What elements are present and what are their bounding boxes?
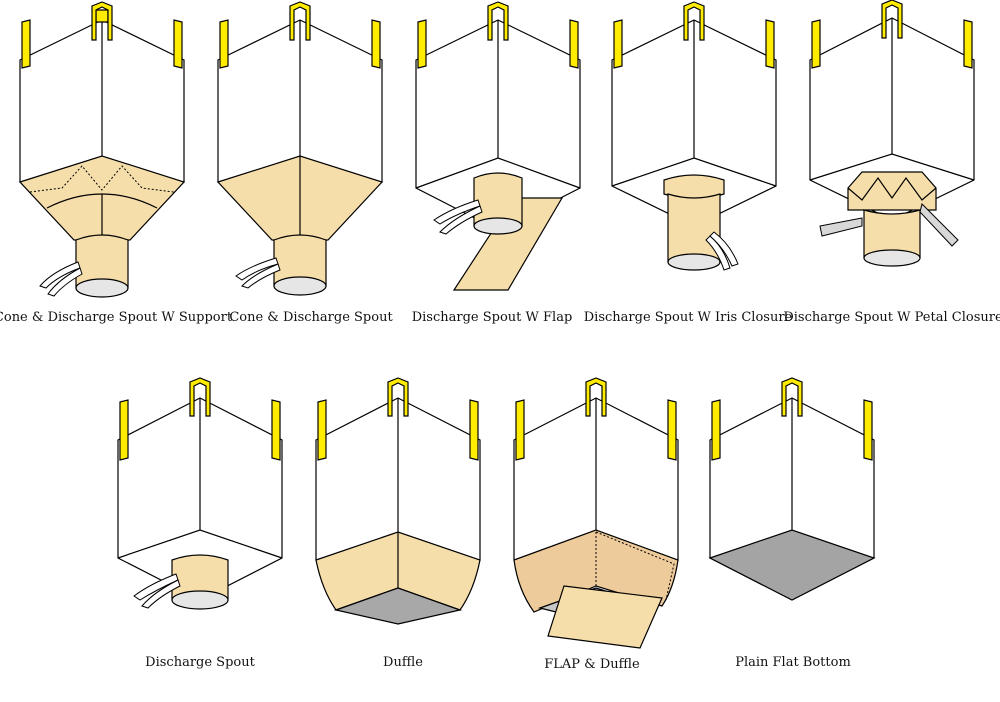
lifting-loops bbox=[317, 377, 479, 461]
lifting-loops bbox=[811, 0, 973, 69]
lifting-loops bbox=[21, 1, 183, 69]
caption-plain-flat: Plain Flat Bottom bbox=[735, 655, 851, 670]
caption-flap-duffle: FLAP & Duffle bbox=[544, 657, 640, 672]
caption-spout-iris: Discharge Spout W Iris Closure bbox=[583, 310, 793, 325]
lifting-loops bbox=[711, 377, 873, 461]
bag-flap-duffle bbox=[513, 377, 679, 649]
bag-cone-spout bbox=[216, 1, 384, 296]
bag-plain-flat bbox=[708, 377, 876, 601]
caption-spout-flap: Discharge Spout W Flap bbox=[411, 310, 573, 325]
bag-spout-petal bbox=[809, 0, 975, 267]
bag-spout bbox=[117, 377, 283, 610]
bag-duffle bbox=[315, 377, 481, 625]
bag-spout-iris bbox=[611, 1, 777, 271]
caption-cone-spout-support: Cone & Discharge Spout W Support bbox=[0, 310, 233, 325]
caption-spout: Discharge Spout bbox=[145, 655, 255, 670]
lifting-loops bbox=[219, 1, 381, 69]
lifting-loops bbox=[613, 1, 775, 69]
caption-cone-spout: Cone & Discharge Spout bbox=[229, 310, 393, 325]
bag-cone-spout-support bbox=[18, 1, 186, 298]
lifting-loops bbox=[417, 1, 579, 69]
bag-spout-flap bbox=[415, 1, 581, 291]
lifting-loops bbox=[119, 377, 281, 461]
caption-duffle: Duffle bbox=[383, 655, 423, 670]
caption-spout-petal: Discharge Spout W Petal Closure bbox=[783, 310, 1000, 325]
lifting-loops bbox=[515, 377, 677, 461]
